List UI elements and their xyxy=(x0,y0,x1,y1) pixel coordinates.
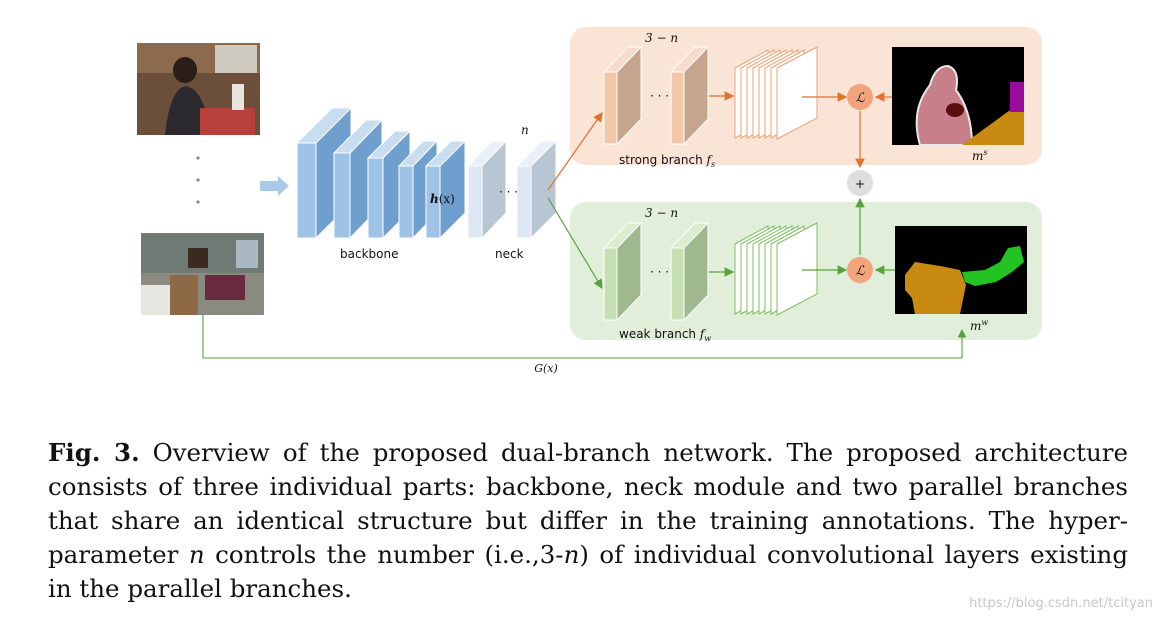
plus-symbol: + xyxy=(855,177,865,191)
input-image-bottom xyxy=(141,233,264,315)
strong-ellipsis: · · · xyxy=(650,89,669,103)
weak-branch-label: weak branch fw xyxy=(619,327,711,343)
caption-text-2: controls the number (i.e.,3- xyxy=(204,540,564,569)
weak-feature-maps xyxy=(734,222,818,316)
mw-label: mw xyxy=(970,318,988,333)
figure-number: Fig. 3. xyxy=(48,438,140,467)
weak-branch-layers xyxy=(602,221,710,322)
backbone-layers xyxy=(295,106,467,240)
figure-caption: Fig. 3. Overview of the proposed dual-br… xyxy=(48,436,1128,606)
gx-label: G(x) xyxy=(534,362,558,375)
neck-to-weak-arrow xyxy=(547,197,603,290)
strong-n-label: 3 − n xyxy=(645,31,678,45)
weak-loss-icon xyxy=(847,257,873,283)
neck-label: neck xyxy=(495,247,524,261)
caption-n-1: n xyxy=(188,540,205,569)
weak-mask-image xyxy=(895,226,1027,314)
strong-loss-icon xyxy=(847,84,873,110)
watermark-url: https://blog.csdn.net/tcityan xyxy=(969,596,1153,611)
neck-to-strong-arrow xyxy=(547,112,603,191)
neck-ellipsis: · · · xyxy=(499,185,518,199)
neck-n-label: n xyxy=(521,123,529,137)
strong-mask-image xyxy=(892,47,1024,146)
strong-feature-maps xyxy=(734,46,818,140)
h-label: h(x) xyxy=(430,192,455,206)
weak-loss-symbol: ℒ xyxy=(855,264,865,279)
ms-label: ms xyxy=(972,148,988,163)
strong-loss-symbol: ℒ xyxy=(855,91,865,106)
input-image-top xyxy=(137,43,260,135)
gx-connection-arrow xyxy=(202,315,967,359)
caption-text-1: Overview of the proposed dual-branch net… xyxy=(48,438,1128,569)
weak-ellipsis: · · · xyxy=(650,265,669,279)
backbone-label: backbone xyxy=(340,247,398,261)
caption-text-3: ) of individual convolutional layers exi… xyxy=(48,540,1129,603)
strong-branch-layers xyxy=(602,45,710,146)
neck-layers xyxy=(466,139,558,240)
input-arrow-icon xyxy=(260,176,289,196)
weak-n-label: 3 − n xyxy=(645,206,678,220)
network-diagram: h(x) backbone · · · n neck · · · 3 − n xyxy=(137,27,1042,375)
strong-branch-label: strong branch fs xyxy=(619,153,715,169)
caption-n-2: n xyxy=(563,540,580,569)
vertical-ellipsis xyxy=(196,156,200,204)
plus-icon xyxy=(847,170,873,196)
